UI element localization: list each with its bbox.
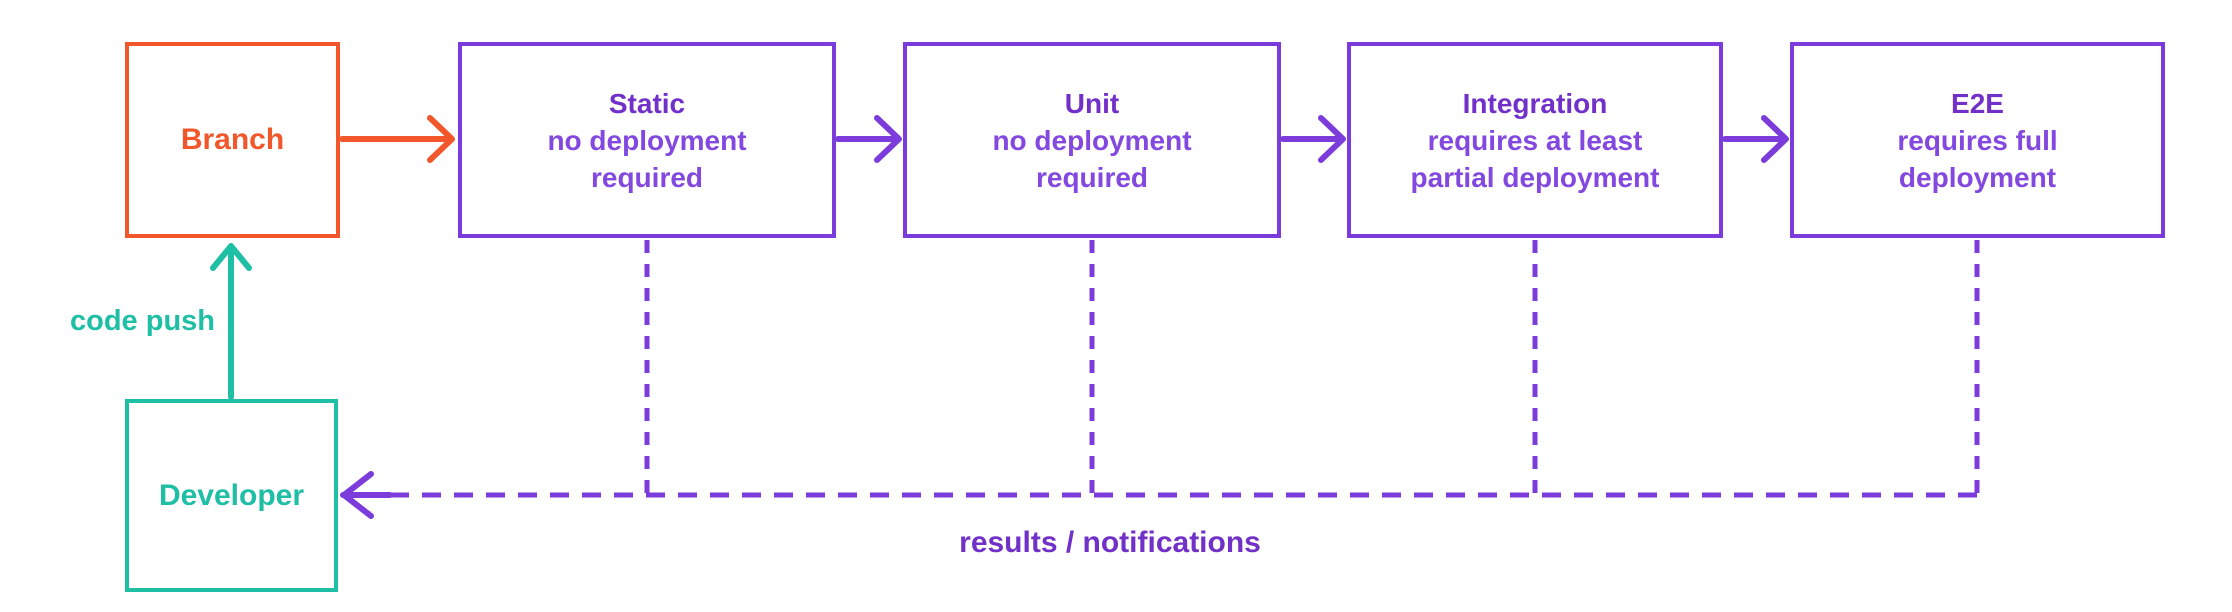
node-static-line1: no deployment — [547, 124, 747, 156]
arrow-results-to-developer — [340, 471, 393, 519]
arrow-unit-to-integration — [1280, 115, 1346, 163]
node-static-title: Static — [608, 87, 686, 119]
node-e2e-line1: requires full — [1897, 124, 2058, 156]
code-push-label: code push — [69, 305, 215, 337]
results-drop-lines — [644, 240, 1980, 493]
node-e2e: E2E requires full deployment — [1790, 42, 2165, 238]
node-e2e-title: E2E — [1951, 87, 2004, 119]
node-unit-line1: no deployment — [992, 124, 1192, 156]
node-static: Static no deployment required — [458, 42, 836, 238]
node-branch: Branch — [125, 42, 340, 238]
node-integration-line2: partial deployment — [1410, 161, 1660, 193]
node-integration: Integration requires at least partial de… — [1347, 42, 1723, 238]
arrow-integration-to-e2e — [1722, 115, 1789, 163]
node-integration-title: Integration — [1462, 87, 1608, 119]
arrow-static-to-unit — [835, 115, 902, 163]
arrow-branch-to-static — [339, 115, 455, 163]
node-developer-label: Developer — [158, 478, 305, 512]
node-unit-line2: required — [1035, 161, 1149, 193]
node-unit: Unit no deployment required — [903, 42, 1281, 238]
node-branch-label: Branch — [180, 123, 285, 156]
arrow-developer-to-branch — [210, 243, 252, 400]
node-e2e-line2: deployment — [1898, 161, 2057, 193]
node-static-line2: required — [590, 161, 704, 193]
node-integration-line1: requires at least — [1427, 124, 1643, 156]
node-unit-title: Unit — [1064, 87, 1120, 119]
node-developer: Developer — [125, 399, 338, 592]
results-notifications-label: results / notifications — [959, 526, 1261, 559]
